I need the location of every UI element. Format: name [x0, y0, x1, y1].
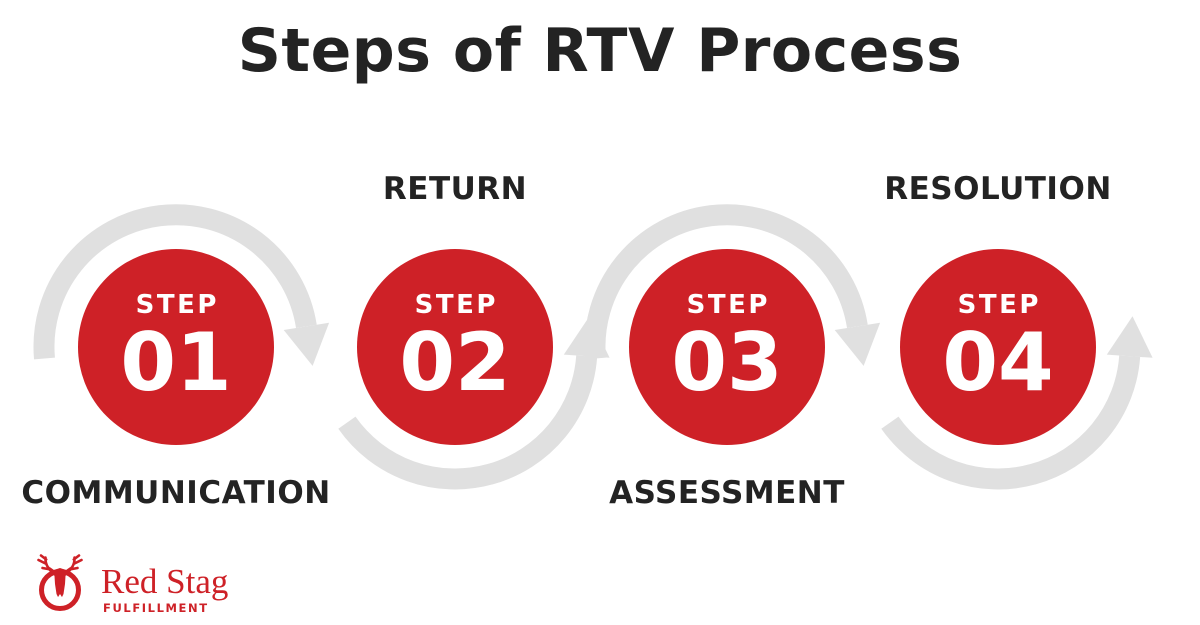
logo-text: Red Stag FULFILLMENT	[101, 554, 228, 615]
step-1-group: STEP 01 COMMUNICATION	[16, 187, 336, 511]
step-4-label: RESOLUTION	[884, 171, 1112, 207]
step-2-word: STEP	[414, 289, 498, 320]
step-3-group: STEP 03 ASSESSMENT	[567, 187, 887, 511]
curved-arrow-up-icon	[881, 316, 1153, 490]
step-1-circle: STEP 01	[78, 249, 274, 445]
step-3-word: STEP	[686, 289, 770, 320]
step-1-word: STEP	[135, 289, 219, 320]
step-2-circle: STEP 02	[357, 249, 553, 445]
step-4-group: STEP 04 RESOLUTION	[838, 171, 1158, 507]
step-4-circle: STEP 04	[900, 249, 1096, 445]
logo-sub-text: FULFILLMENT	[103, 601, 209, 615]
step-2-group: STEP 02 RETURN	[295, 171, 615, 507]
curved-arrow-down-icon	[584, 204, 881, 366]
step-1-label: COMMUNICATION	[21, 475, 331, 511]
red-stag-logo: Red Stag FULFILLMENT	[33, 554, 228, 615]
page-title: Steps of RTV Process	[237, 16, 963, 86]
step-3-number: 03	[671, 315, 783, 409]
step-2-number: 02	[399, 315, 511, 409]
step-3-circle: STEP 03	[629, 249, 825, 445]
stag-head-icon	[37, 554, 83, 611]
step-4-word: STEP	[957, 289, 1041, 320]
logo-brand-text: Red Stag	[101, 562, 229, 601]
step-4-number: 04	[942, 315, 1054, 409]
step-1-number: 01	[120, 315, 232, 409]
step-2-label: RETURN	[382, 171, 528, 207]
step-3-label: ASSESSMENT	[609, 475, 845, 511]
curved-arrow-down-icon	[33, 204, 330, 366]
